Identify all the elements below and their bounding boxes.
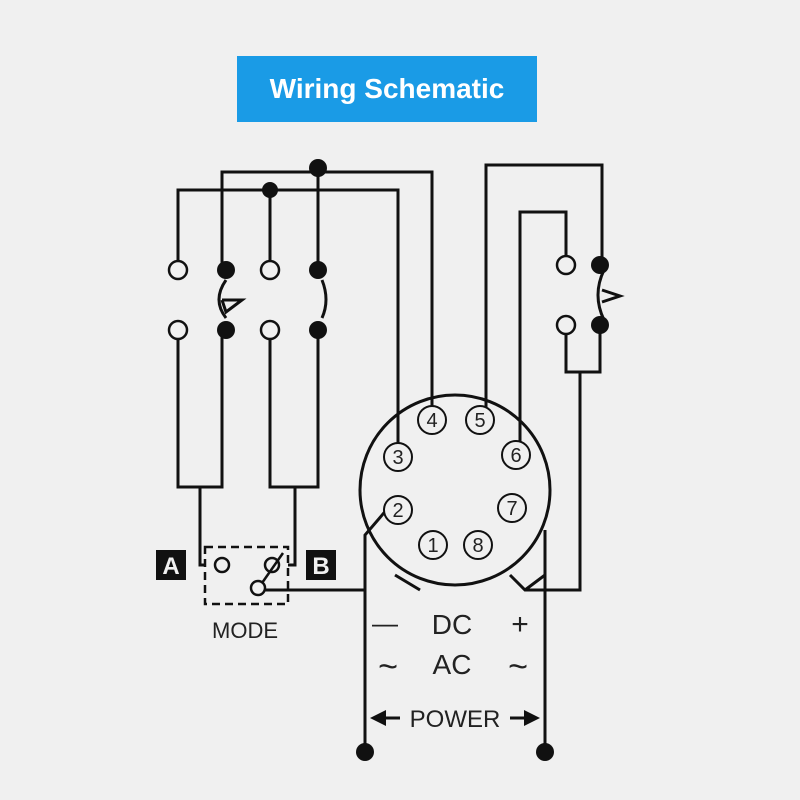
- junction-dots: [217, 159, 609, 761]
- power-minus-symbol: —: [372, 608, 398, 638]
- pin-2-label: 2: [392, 500, 403, 522]
- pin-1-label: 1: [427, 535, 438, 557]
- terminal-a-label: A: [162, 553, 179, 580]
- terminal-b-block: [306, 550, 336, 580]
- contact-closed-4: [309, 321, 327, 339]
- power-plus-symbol: +: [511, 608, 529, 641]
- title-banner: Wiring Schematic: [237, 56, 537, 122]
- contact-open-5: [555, 254, 577, 276]
- contact-closed-3: [309, 261, 327, 279]
- pin-6-circle: [501, 440, 531, 470]
- open-contacts: [167, 254, 577, 597]
- pin-4-label: 4: [426, 410, 437, 432]
- coil-chevron-right: [601, 288, 625, 304]
- junction-top-mid: [262, 182, 278, 198]
- power-terminal-minus: [356, 743, 374, 761]
- contact-open-2: [167, 319, 189, 341]
- power-dc-label: DC: [432, 609, 472, 640]
- pin-3-label: 3: [392, 447, 403, 469]
- coil-chevron-left: [220, 298, 247, 315]
- contact-closed-1: [217, 261, 235, 279]
- wire-left-contact-to-pin3: [176, 188, 400, 455]
- terminal-a-block: [156, 550, 186, 580]
- pin-7-circle: [497, 493, 527, 523]
- pin-5-label: 5: [474, 410, 485, 432]
- mode-label: MODE: [212, 618, 278, 643]
- pin-1-circle: [418, 530, 448, 560]
- contact-open-4: [259, 319, 281, 341]
- pin-6-label: 6: [510, 445, 521, 467]
- contact-closed-2: [217, 321, 235, 339]
- wire-mid-loop: [268, 330, 320, 489]
- wire-pin6-to-relay: [518, 210, 568, 455]
- power-terminal-plus: [536, 743, 554, 761]
- mode-switch-box: [203, 545, 290, 606]
- pin-8-circle: [463, 530, 493, 560]
- wire-pin5-to-relay: [484, 163, 604, 420]
- contact-open-6: [555, 314, 577, 336]
- power-label: POWER: [410, 706, 501, 733]
- contact-closed-5: [591, 256, 609, 274]
- contact-open-1: [167, 259, 189, 281]
- wire-relay-loop: [564, 323, 602, 374]
- contact-arc-left: [217, 279, 228, 319]
- terminal-b-label: B: [312, 553, 329, 580]
- wire-relay-to-pin7: [508, 372, 582, 592]
- mode-contact-b: [263, 556, 281, 574]
- wire-common-to-pin4: [220, 170, 434, 420]
- pin-5-circle: [465, 405, 495, 435]
- wire-socket-right-foot: [524, 573, 546, 592]
- pin-2-circle: [383, 495, 413, 525]
- power-ac-label: AC: [433, 649, 472, 680]
- pin-8-label: 8: [472, 535, 483, 557]
- power-arrow-right-icon: [524, 710, 540, 726]
- power-tilde-right: ~: [508, 648, 528, 686]
- wire-to-mode-b: [288, 487, 297, 567]
- wire-left-loop: [176, 330, 224, 489]
- pin-3-circle: [383, 442, 413, 472]
- pin-circles: [383, 405, 531, 560]
- contact-open-3: [259, 259, 281, 281]
- wires: [176, 163, 625, 752]
- diagram-title: Wiring Schematic: [269, 73, 505, 104]
- power-arrow-left-icon: [370, 710, 386, 726]
- contact-arc-right: [596, 269, 606, 321]
- pin-7-label: 7: [506, 498, 517, 520]
- mode-contact-common: [249, 579, 267, 597]
- socket-outline: [358, 393, 552, 587]
- mode-contact-a: [213, 556, 231, 574]
- wire-socket-left-foot: [394, 573, 421, 592]
- mode-switch-lever: [260, 552, 285, 584]
- contact-closed-6: [591, 316, 609, 334]
- contact-arc-mid: [320, 279, 328, 319]
- power-tilde-left: ~: [378, 648, 398, 686]
- pin-4-circle: [417, 405, 447, 435]
- wire-to-mode-a: [198, 487, 205, 567]
- junction-top-right: [309, 159, 327, 177]
